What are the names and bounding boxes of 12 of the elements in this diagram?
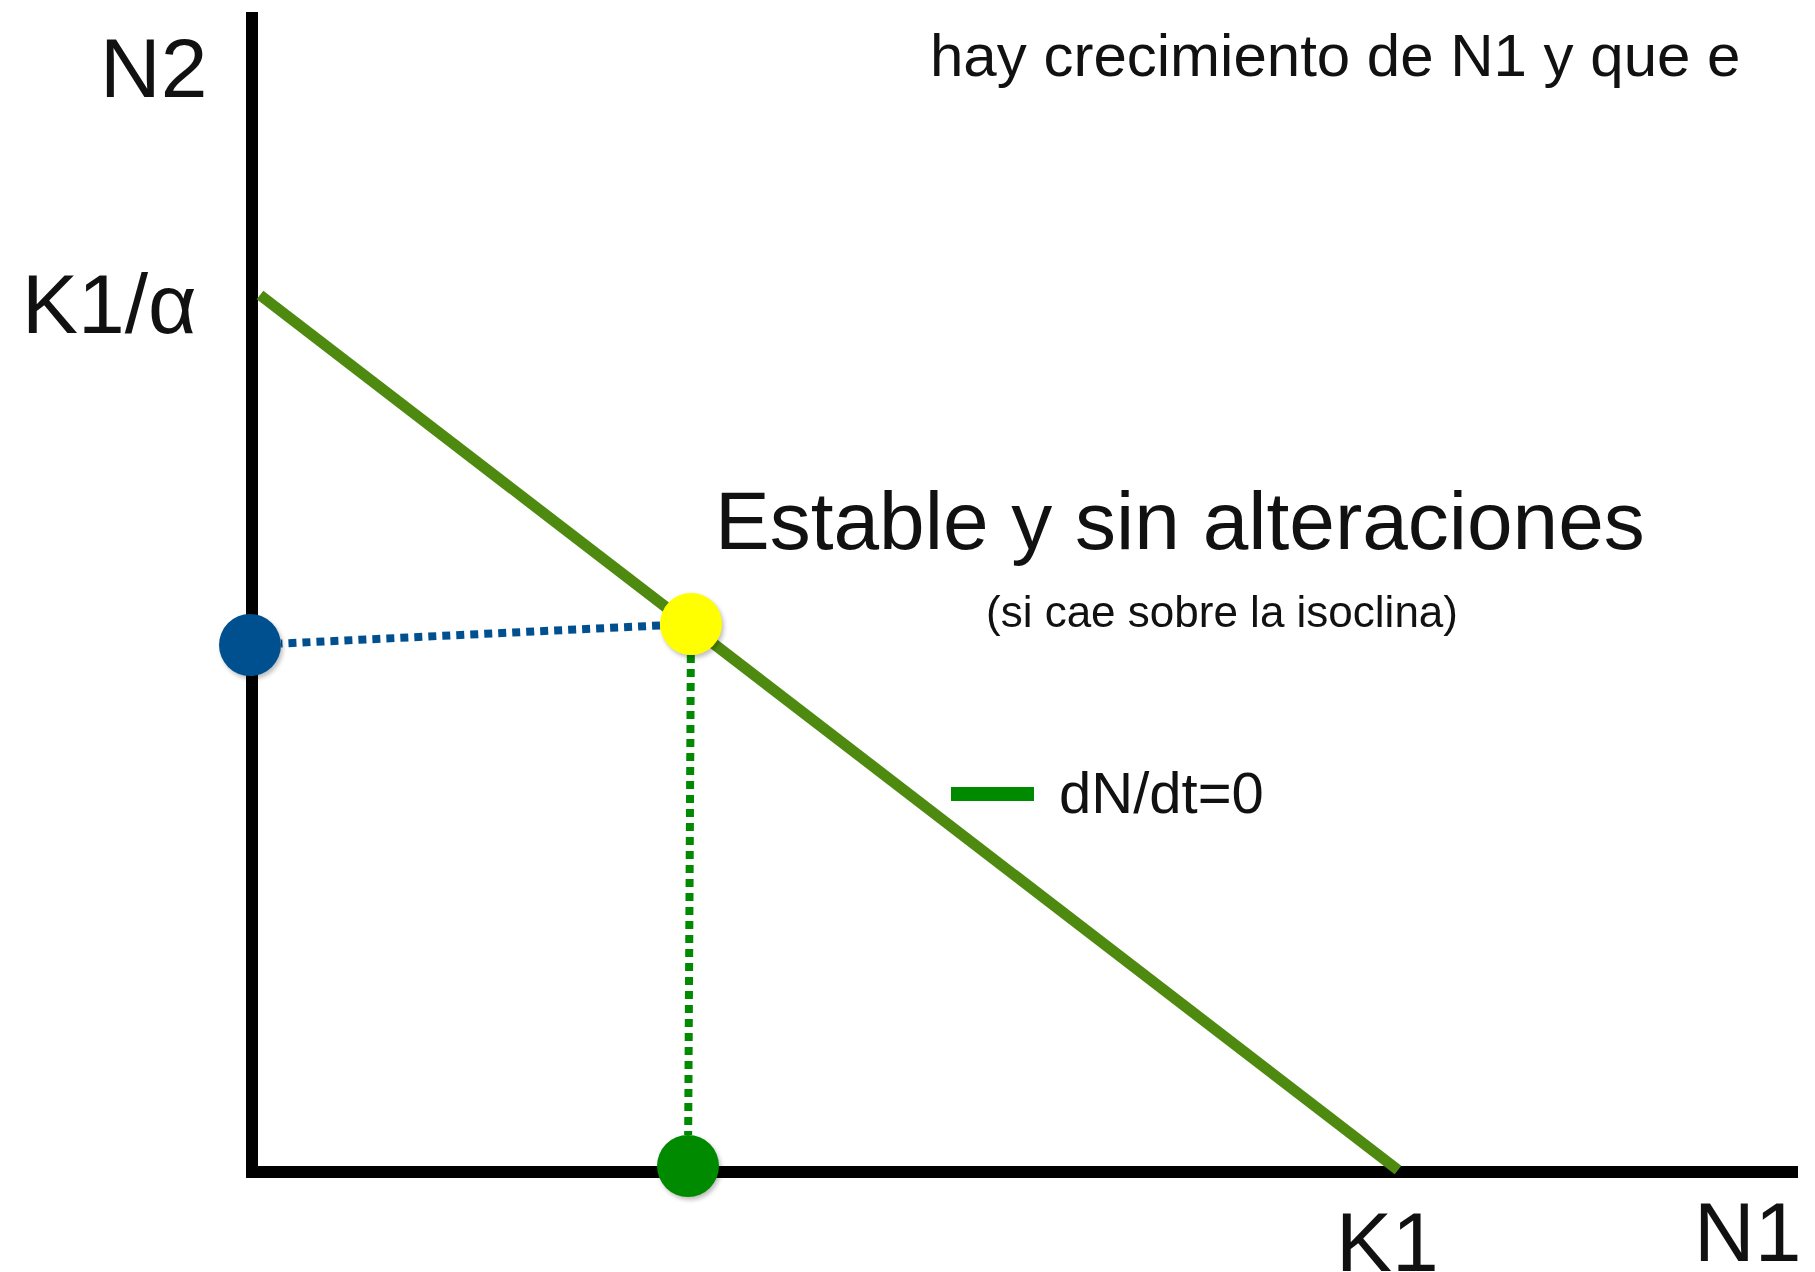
note-text: hay crecimiento de N1 y que e xyxy=(930,26,1741,86)
axis-point-dot xyxy=(657,1135,719,1197)
axis-label: N2 xyxy=(100,26,208,110)
axis-tick-label: K1/α xyxy=(22,262,197,346)
projection-line xyxy=(280,621,661,648)
legend-text: dN/dt=0 xyxy=(1059,764,1264,822)
axis-point-dot xyxy=(219,614,281,676)
axis-label: N1 xyxy=(1694,1190,1802,1272)
projection-line xyxy=(684,654,695,1136)
equilibrium-point-dot xyxy=(660,593,722,655)
note-text: (si cae sobre la isoclina) xyxy=(986,590,1458,634)
axis-tick-label: K1 xyxy=(1336,1200,1439,1272)
